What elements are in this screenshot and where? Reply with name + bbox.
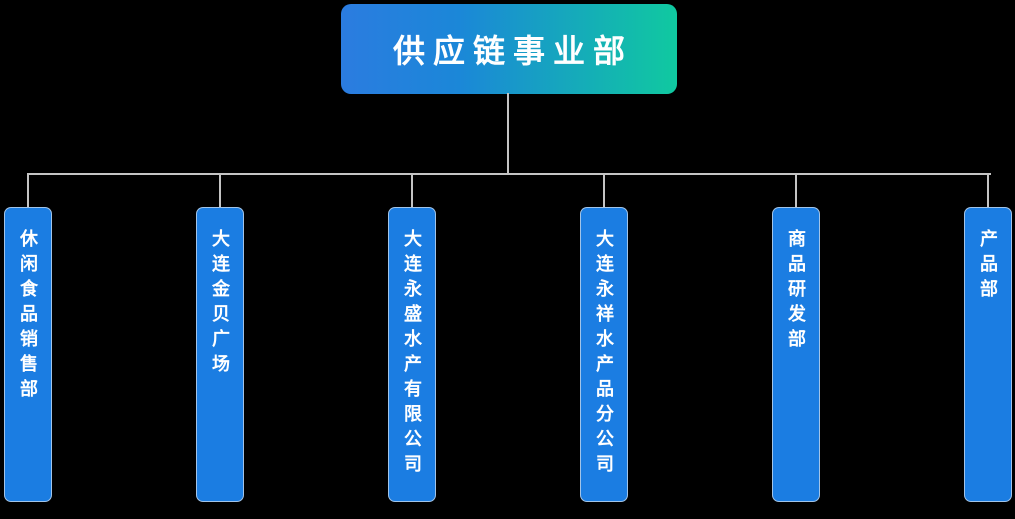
org-child-node-jinbei-plaza[interactable]: 大连金贝广场 bbox=[196, 207, 244, 502]
org-child-node-product-dept[interactable]: 产品部 bbox=[964, 207, 1012, 502]
connector-drop-line bbox=[411, 173, 413, 208]
org-root-node[interactable]: 供应链事业部 bbox=[341, 4, 677, 94]
org-child-label: 大连永盛水产有限公司 bbox=[402, 229, 422, 479]
connector-drop-line bbox=[219, 173, 221, 208]
org-child-label: 大连永祥水产品分公司 bbox=[594, 229, 614, 479]
connector-drop-line bbox=[795, 173, 797, 208]
org-child-label: 休闲食品销售部 bbox=[18, 229, 38, 404]
org-child-label: 大连金贝广场 bbox=[210, 229, 230, 379]
connector-drop-line bbox=[27, 173, 29, 208]
org-child-node-yongxiang-aquatic-branch[interactable]: 大连永祥水产品分公司 bbox=[580, 207, 628, 502]
org-child-node-product-rnd[interactable]: 商品研发部 bbox=[772, 207, 820, 502]
org-child-node-leisure-food-sales[interactable]: 休闲食品销售部 bbox=[4, 207, 52, 502]
connector-drop-line bbox=[987, 173, 989, 208]
org-child-label: 商品研发部 bbox=[786, 229, 806, 354]
org-root-label: 供应链事业部 bbox=[392, 33, 633, 69]
org-child-node-yongsheng-aquatic[interactable]: 大连永盛水产有限公司 bbox=[388, 207, 436, 502]
connector-drop-line bbox=[603, 173, 605, 208]
connector-root-vertical-line bbox=[507, 93, 509, 175]
connector-horizontal-rail bbox=[27, 173, 991, 175]
org-child-label: 产品部 bbox=[978, 229, 998, 304]
